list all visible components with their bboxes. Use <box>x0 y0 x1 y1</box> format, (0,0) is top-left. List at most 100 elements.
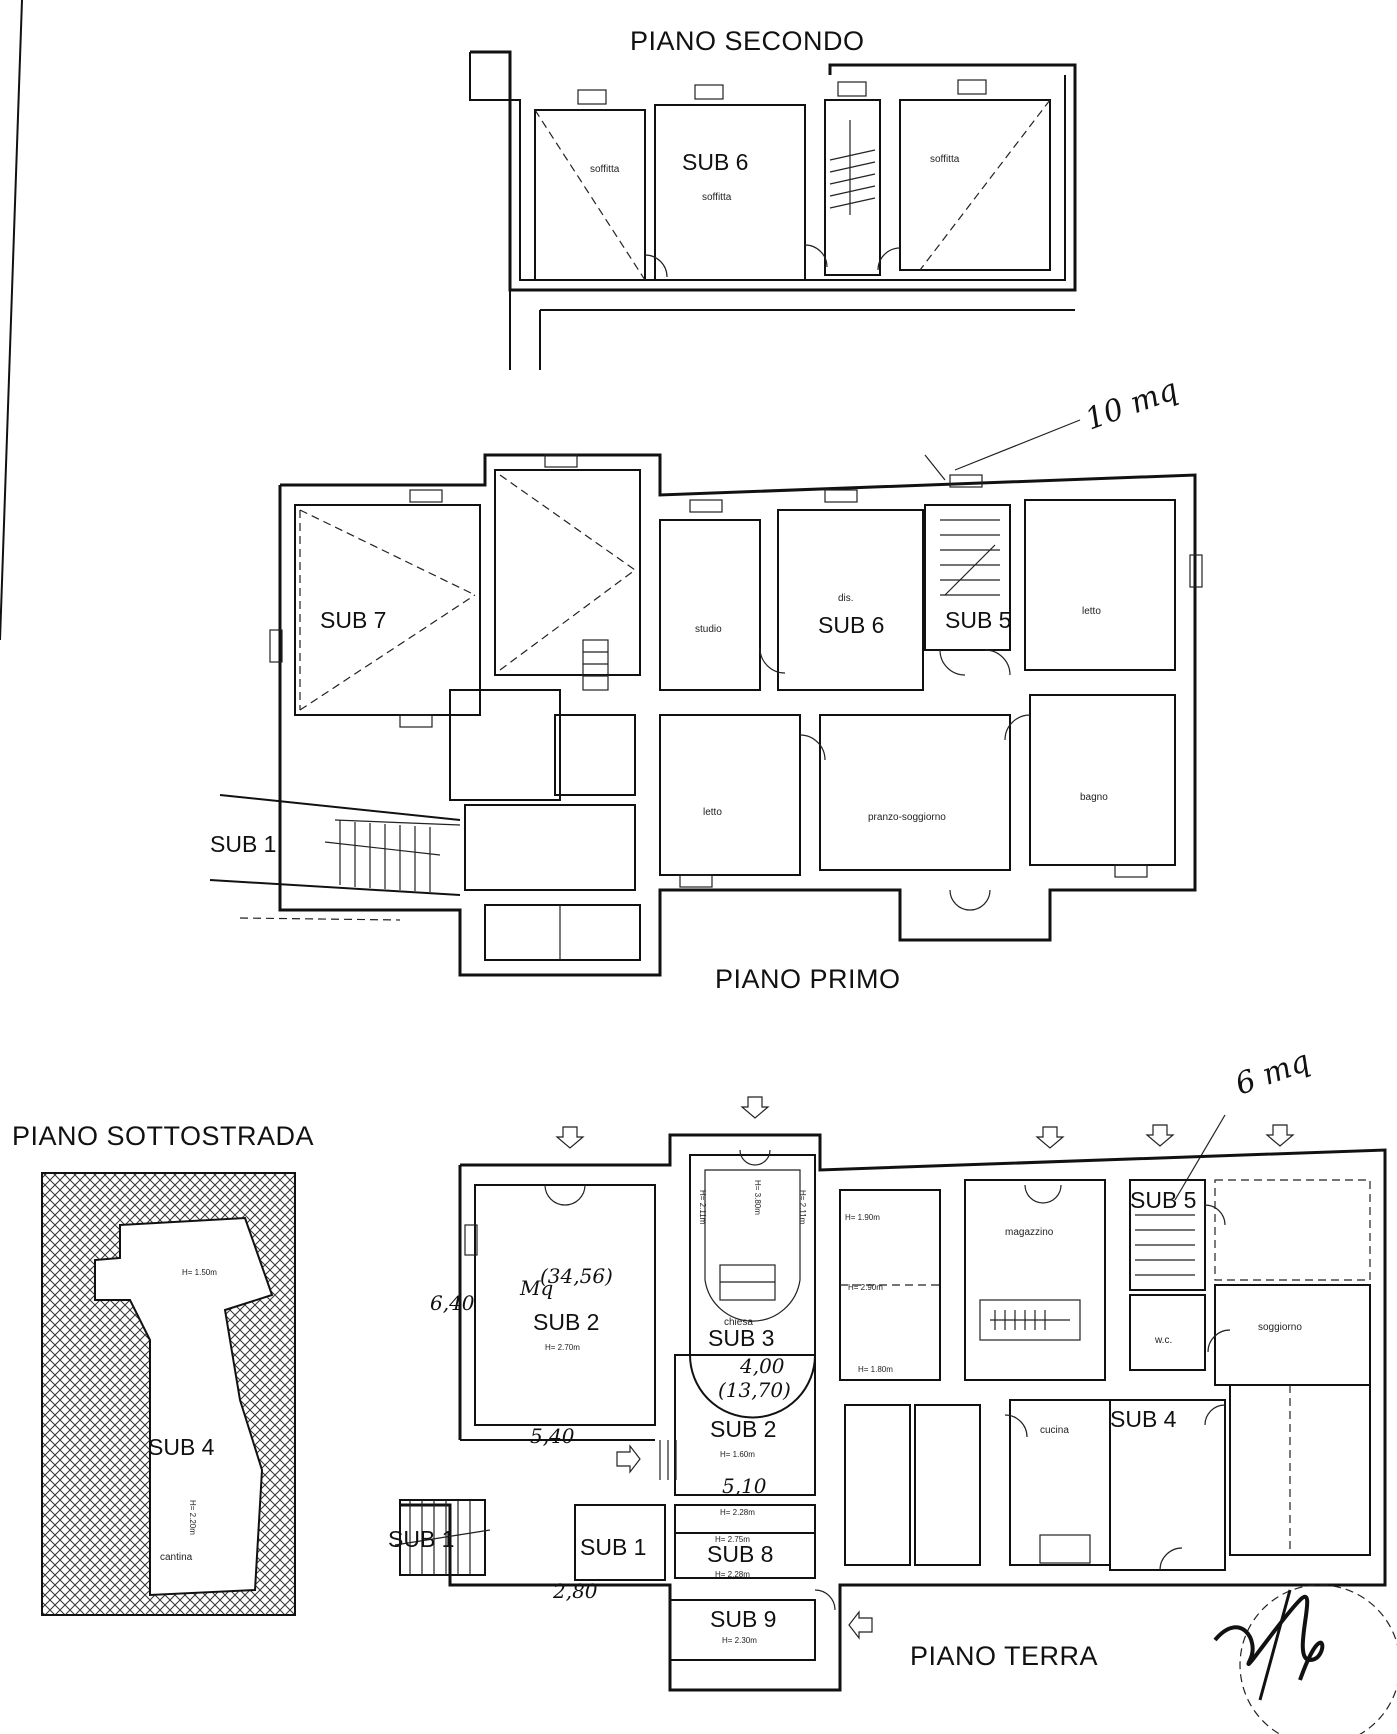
terra-door-sub4 <box>1204 1404 1226 1426</box>
label-terra-sub1-stair: SUB 1 <box>388 1526 454 1552</box>
terra-room-sub8 <box>674 1532 816 1579</box>
secondo-room-sub6 <box>654 104 806 281</box>
secondo-diagonal-left <box>534 109 646 281</box>
label-h228-top: H= 2.28m <box>720 1508 755 1517</box>
plan-piano-primo: 10 mq <box>209 372 1203 994</box>
label-soffitta-left: soffitta <box>590 164 620 175</box>
label-sottostrada-height-main: H= 2.20m <box>188 1500 197 1535</box>
secondo-room-soffitta-left <box>534 109 646 281</box>
hw-leader-10mq <box>954 419 1081 471</box>
hw-280: 2,80 <box>552 1579 598 1603</box>
plan-piano-sottostrada: PIANO SOTTOSTRADA H= 1.50m SUB 4 H= 2.20… <box>12 1121 314 1616</box>
secondo-inner-wall <box>469 52 1066 281</box>
label-sottostrada-height-top: H= 1.50m <box>182 1268 217 1277</box>
secondo-window-2 <box>694 84 724 100</box>
secondo-room-soffitta-right <box>899 99 1051 271</box>
label-h190: H= 1.90m <box>845 1213 880 1222</box>
secondo-door-arc-3 <box>877 247 901 271</box>
primo-window-7 <box>269 629 283 663</box>
label-terra-sub1-room: SUB 1 <box>580 1534 646 1560</box>
label-terra-sub2-a: SUB 2 <box>533 1309 599 1335</box>
terra-room-h200-a <box>844 1404 911 1566</box>
label-terra-sub2-b-height: H= 1.60m <box>720 1450 755 1459</box>
secondo-stair-treads <box>829 120 876 215</box>
primo-room-small-4 <box>484 904 641 961</box>
label-terra-sub9: SUB 9 <box>710 1606 776 1632</box>
label-bagno: bagno <box>1080 792 1108 803</box>
secondo-stair-block <box>824 99 881 276</box>
label-terra-sub2-b: SUB 2 <box>710 1416 776 1442</box>
secondo-door-arc-2 <box>804 244 828 268</box>
label-soffitta-right: soffitta <box>930 154 960 165</box>
signature-stroke <box>1258 1589 1292 1701</box>
terra-stair-sub1 <box>394 1499 491 1576</box>
terra-outer-wall <box>400 1133 1387 1692</box>
primo-window-3 <box>689 499 723 513</box>
label-letto-left: letto <box>703 807 722 818</box>
label-soggiorno: soggiorno <box>1258 1322 1302 1333</box>
label-letto-right: letto <box>1082 606 1101 617</box>
terra-door-sub2 <box>544 1184 586 1206</box>
hw-note-6mq: 6 mq <box>1231 1044 1315 1103</box>
terra-door-sub9 <box>814 1589 836 1611</box>
primo-attic-dash-1 <box>499 474 636 571</box>
label-h275: H= 2.75m <box>715 1535 750 1544</box>
label-cucina: cucina <box>1040 1425 1069 1436</box>
primo-window-2 <box>544 454 578 468</box>
hw-area-sub2b: (13,70) <box>718 1378 791 1402</box>
primo-door-6 <box>949 889 991 911</box>
label-h211-right: H= 2.11m <box>798 1190 807 1225</box>
terra-room-wc <box>1129 1294 1206 1371</box>
hw-510: 5,10 <box>722 1474 767 1498</box>
primo-window-9 <box>679 874 713 888</box>
terra-chiesa-inner <box>704 1169 801 1322</box>
terra-room-h190-right <box>1229 1384 1371 1556</box>
label-soffitta-center: soffitta <box>702 192 732 203</box>
secondo-window-1 <box>577 89 607 105</box>
terra-door-magazzino <box>1024 1184 1062 1204</box>
primo-window-5 <box>949 474 983 488</box>
primo-window-1 <box>409 489 443 503</box>
terra-cucina-counter <box>1039 1534 1091 1564</box>
primo-room-letto-right <box>1024 499 1176 671</box>
primo-stair-treads <box>940 519 1000 596</box>
primo-room-bagno <box>1029 694 1176 866</box>
primo-stair-sub1 <box>209 794 461 921</box>
terra-sub5-treads <box>1135 1214 1195 1276</box>
hw-area-sub2: (34,56) <box>540 1264 613 1288</box>
label-cantina: cantina <box>160 1552 193 1563</box>
hw-640: 6,40 <box>430 1291 475 1315</box>
terra-room-sub2-b <box>674 1354 816 1496</box>
label-chiesa: chiesa <box>724 1317 753 1328</box>
terra-room-soggiorno <box>1214 1284 1371 1386</box>
terra-room-sub2-a <box>474 1184 656 1426</box>
title-piano-sottostrada: PIANO SOTTOSTRADA <box>12 1121 314 1151</box>
label-primo-sub1: SUB 1 <box>210 831 276 857</box>
label-h380: H= 3.80m <box>753 1180 762 1215</box>
label-terra-sub2-a-height: H= 2.70m <box>545 1343 580 1352</box>
terra-room-sub4 <box>1109 1399 1226 1571</box>
secondo-window-3 <box>837 81 867 97</box>
primo-room-letto-left <box>659 714 801 876</box>
secondo-door-arc-1 <box>644 254 668 278</box>
primo-window-6 <box>399 714 433 728</box>
plan-piano-secondo: PIANO SECONDO SUB 6 <box>469 26 1077 370</box>
primo-door-5 <box>1004 714 1031 741</box>
terra-room-h310 <box>914 1404 981 1566</box>
primo-sub7-dash-1 <box>299 509 476 596</box>
label-primo-sub6: SUB 6 <box>818 612 884 638</box>
label-terra-sub9-height: H= 2.30m <box>722 1636 757 1645</box>
label-terra-sub5: SUB 5 <box>1130 1187 1196 1213</box>
primo-stair-sub5 <box>924 504 1011 651</box>
label-studio: studio <box>695 624 722 635</box>
label-pranzo: pranzo-soggiorno <box>868 812 946 823</box>
primo-room-small-2 <box>554 714 636 796</box>
secondo-outer-wall <box>470 50 1077 292</box>
label-dis: dis. <box>838 593 854 604</box>
secondo-window-4 <box>957 79 987 95</box>
label-wc: w.c. <box>1154 1335 1172 1346</box>
primo-door-2 <box>939 649 966 676</box>
primo-door-4 <box>799 734 826 761</box>
primo-door-3 <box>984 649 1011 676</box>
terra-room-top-right <box>1214 1179 1371 1281</box>
